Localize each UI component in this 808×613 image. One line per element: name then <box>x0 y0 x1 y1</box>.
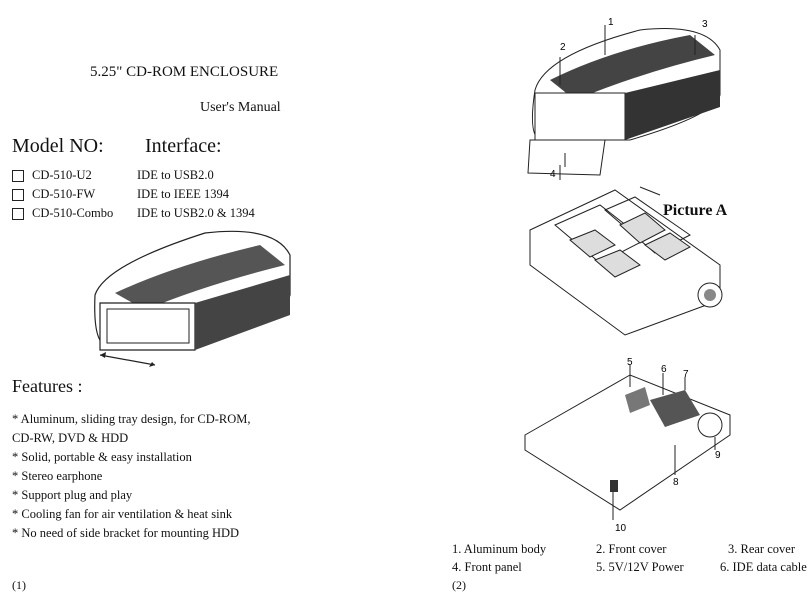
model-code: CD-510-U2 <box>32 168 92 182</box>
model-row: CD-510-FW IDE to IEEE 1394 <box>12 187 229 202</box>
enclosure-illustration <box>94 230 291 367</box>
callout-6: 6 <box>661 364 667 375</box>
callout-2: 2 <box>560 42 566 53</box>
page-number-left: (1) <box>12 578 26 592</box>
model-interface: IDE to IEEE 1394 <box>137 187 229 201</box>
model-checkbox[interactable] <box>12 169 24 182</box>
document-subtitle: User's Manual <box>200 100 281 115</box>
model-header: Model NO: <box>12 135 104 157</box>
page-number-right: (2) <box>452 578 466 592</box>
model-interface: IDE to USB2.0 & 1394 <box>137 206 255 220</box>
feature-item: CD-RW, DVD & HDD <box>12 431 129 445</box>
enclosure-exploded-diagram: 1 2 3 4 <box>527 17 721 180</box>
callout-5: 5 <box>627 357 633 368</box>
model-row: CD-510-Combo IDE to USB2.0 & 1394 <box>12 206 255 221</box>
callout-4: 4 <box>550 169 556 180</box>
picture-a-label: Picture A <box>663 202 728 219</box>
callout-9: 9 <box>715 450 721 461</box>
model-checkbox[interactable] <box>12 207 24 220</box>
feature-item: * Aluminum, sliding tray design, for CD-… <box>12 412 251 426</box>
legend-item: 3. Rear cover <box>728 542 795 556</box>
callout-1: 1 <box>608 17 614 28</box>
callout-10: 10 <box>615 523 627 534</box>
callout-7: 7 <box>683 369 689 380</box>
model-interface: IDE to USB2.0 <box>137 168 214 182</box>
feature-item: * Cooling fan for air ventilation & heat… <box>12 507 233 521</box>
feature-item: * Support plug and play <box>12 488 133 502</box>
model-checkbox[interactable] <box>12 188 24 201</box>
feature-item: * Stereo earphone <box>12 469 103 483</box>
board-diagram: 5 6 7 8 9 10 <box>524 357 731 534</box>
model-code: CD-510-Combo <box>32 206 114 220</box>
feature-item: * No need of side bracket for mounting H… <box>12 526 240 540</box>
interface-header: Interface: <box>145 135 222 157</box>
legend-item: 5. 5V/12V Power <box>596 560 684 574</box>
tray-diagram <box>529 186 723 336</box>
model-code: CD-510-FW <box>32 187 96 201</box>
legend-item: 4. Front panel <box>452 560 522 574</box>
feature-item: * Solid, portable & easy installation <box>12 450 192 464</box>
legend-item: 1. Aluminum body <box>452 542 547 556</box>
legend-item: 6. IDE data cable <box>720 560 807 574</box>
legend-item: 2. Front cover <box>596 542 667 556</box>
document-title: 5.25" CD-ROM ENCLOSURE <box>90 64 279 80</box>
callout-3: 3 <box>702 19 708 30</box>
features-heading: Features : <box>12 376 83 396</box>
callout-8: 8 <box>673 477 679 488</box>
model-row: CD-510-U2 IDE to USB2.0 <box>12 168 214 183</box>
